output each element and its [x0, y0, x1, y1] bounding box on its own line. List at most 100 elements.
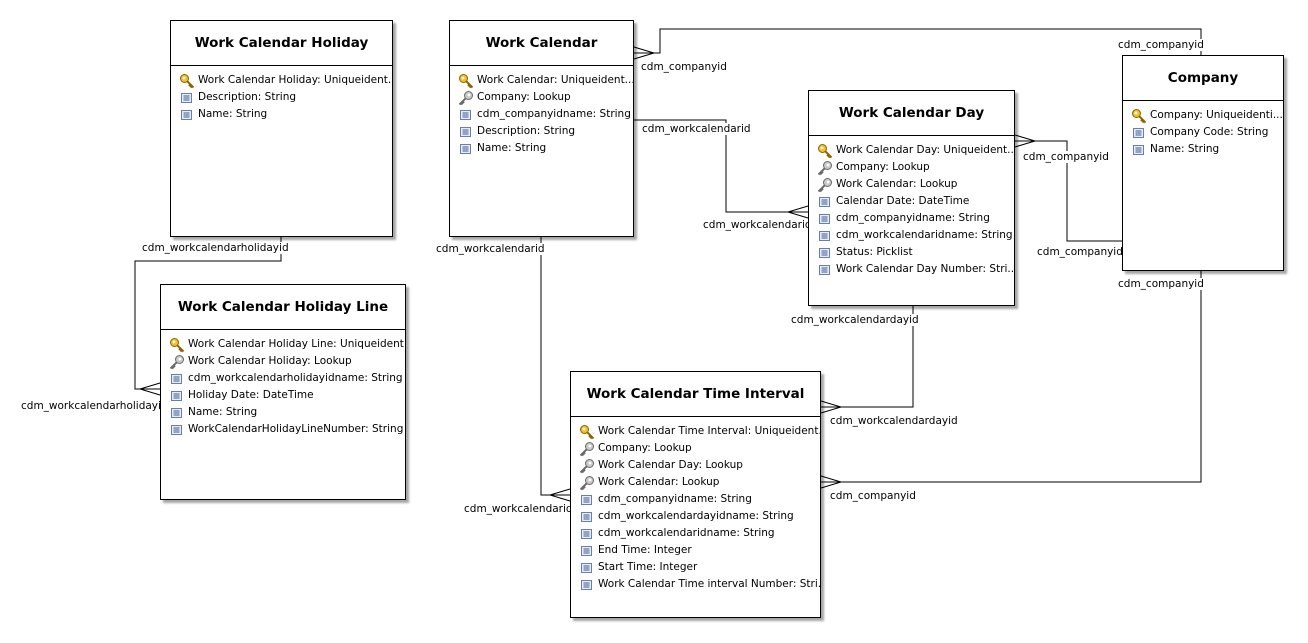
attribute-row: Start Time: Integer — [571, 559, 820, 576]
relationship-label: cdm_companyid — [1117, 278, 1205, 290]
field-icon — [816, 210, 833, 227]
attribute-label: Work Calendar Holiday: Uniqueident... — [198, 74, 392, 86]
relationship-label: cdm_workcalendardayid — [790, 314, 920, 326]
attribute-label: cdm_workcalendaridname: String — [598, 527, 775, 539]
crowfoot-marker — [633, 46, 656, 60]
attribute-row: Name: String — [161, 404, 405, 421]
attribute-list: Work Calendar Holiday: Uniqueident... Des… — [171, 66, 392, 123]
attribute-row: Holiday Date: DateTime — [161, 387, 405, 404]
attribute-label: Holiday Date: DateTime — [188, 389, 314, 401]
attribute-row: cdm_workcalendaridname: String — [571, 525, 820, 542]
field-icon — [578, 491, 595, 508]
relationship-label: cdm_workcalendarid — [435, 243, 546, 255]
entity-title: Work Calendar Holiday Line — [161, 285, 405, 330]
relationship-label: cdm_workcalendardayid — [829, 415, 959, 427]
relationship-label: cdm_companyid — [640, 61, 728, 73]
foreign-key-icon — [578, 474, 595, 491]
field-icon — [816, 193, 833, 210]
field-icon — [168, 404, 185, 421]
entity-title: Company — [1123, 56, 1283, 101]
field-icon — [457, 123, 474, 140]
entity-work-calendar-holiday-line[interactable]: Work Calendar Holiday Line Work Calendar… — [160, 284, 406, 500]
attribute-row: Description: String — [171, 89, 392, 106]
field-icon — [1130, 141, 1147, 158]
attribute-label: Work Calendar Day Number: Stri... — [836, 263, 1014, 275]
field-icon — [578, 576, 595, 593]
relationship-label: cdm_workcalendarid — [641, 123, 752, 135]
attribute-row: End Time: Integer — [571, 542, 820, 559]
foreign-key-icon — [816, 159, 833, 176]
attribute-row: Work Calendar: Lookup — [809, 176, 1014, 193]
attribute-row: WorkCalendarHolidayLineNumber: String — [161, 421, 405, 438]
field-icon — [578, 559, 595, 576]
attribute-row: Calendar Date: DateTime — [809, 193, 1014, 210]
foreign-key-icon — [168, 353, 185, 370]
entity-title: Work Calendar — [450, 21, 633, 66]
attribute-row: Status: Picklist — [809, 244, 1014, 261]
attribute-row: cdm_workcalendarholidayidname: String — [161, 370, 405, 387]
attribute-label: Work Calendar Holiday Line: Uniqueident.… — [188, 338, 405, 350]
attribute-list: Work Calendar Holiday Line: Uniqueident.… — [161, 330, 405, 438]
relationship-label: cdm_companyid — [1117, 39, 1205, 51]
foreign-key-icon — [457, 89, 474, 106]
foreign-key-icon — [578, 440, 595, 457]
field-icon — [457, 140, 474, 157]
entity-work-calendar[interactable]: Work Calendar Work Calendar: Uniqueident… — [449, 20, 634, 237]
entity-work-calendar-day[interactable]: Work Calendar Day Work Calendar Day: Uni… — [808, 90, 1015, 306]
attribute-row: Name: String — [1123, 141, 1283, 158]
attribute-label: cdm_workcalendardayidname: String — [598, 510, 794, 522]
field-icon — [816, 227, 833, 244]
relationship-label: cdm_workcalendarholidayid — [141, 242, 290, 254]
attribute-row: Work Calendar Time Interval: Uniqueident… — [571, 423, 820, 440]
relationship-label: cdm_companyid — [829, 490, 917, 502]
relationship-line — [634, 28, 1202, 55]
attribute-row: Work Calendar Day: Lookup — [571, 457, 820, 474]
attribute-row: Work Calendar Holiday: Uniqueident... — [171, 72, 392, 89]
attribute-label: Name: String — [198, 108, 268, 120]
attribute-row: Work Calendar Day Number: Stri... — [809, 261, 1014, 278]
field-icon — [816, 261, 833, 278]
attribute-row: cdm_workcalendaridname: String — [809, 227, 1014, 244]
crowfoot-marker — [820, 475, 843, 489]
attribute-row: Work Calendar: Uniqueident... — [450, 72, 633, 89]
attribute-label: Company: Lookup — [477, 91, 571, 103]
attribute-row: Company: Lookup — [809, 159, 1014, 176]
attribute-label: Start Time: Integer — [598, 561, 698, 573]
attribute-row: Name: String — [171, 106, 392, 123]
field-icon — [578, 508, 595, 525]
primary-key-icon — [457, 72, 474, 89]
attribute-label: Work Calendar Day: Lookup — [598, 459, 743, 471]
attribute-label: End Time: Integer — [598, 544, 692, 556]
relationship-line — [540, 236, 570, 496]
entity-work-calendar-time-interval[interactable]: Work Calendar Time Interval Work Calenda… — [570, 371, 821, 618]
field-icon — [168, 421, 185, 438]
crowfoot-marker — [820, 400, 843, 414]
field-icon — [1130, 124, 1147, 141]
attribute-row: Name: String — [450, 140, 633, 157]
entity-work-calendar-holiday[interactable]: Work Calendar Holiday Work Calendar Holi… — [170, 20, 393, 237]
attribute-row: Work Calendar Holiday: Lookup — [161, 353, 405, 370]
primary-key-icon — [578, 423, 595, 440]
attribute-label: Company: Lookup — [836, 161, 930, 173]
attribute-list: Work Calendar Day: Uniqueident...Company… — [809, 136, 1014, 278]
attribute-list: Company: Uniqueidenti... Company Code: St… — [1123, 101, 1283, 158]
foreign-key-icon — [816, 176, 833, 193]
attribute-row: Work Calendar Time interval Number: Stri… — [571, 576, 820, 593]
primary-key-icon — [168, 336, 185, 353]
attribute-label: Company: Uniqueidenti... — [1150, 109, 1283, 121]
attribute-label: Status: Picklist — [836, 246, 913, 258]
attribute-label: Work Calendar: Lookup — [598, 476, 720, 488]
attribute-row: Work Calendar: Lookup — [571, 474, 820, 491]
entity-company[interactable]: Company Company: Uniqueidenti... Company … — [1122, 55, 1284, 271]
field-icon — [168, 370, 185, 387]
field-icon — [178, 106, 195, 123]
attribute-label: cdm_workcalendarholidayidname: String — [188, 372, 403, 384]
attribute-row: Company: Uniqueidenti... — [1123, 107, 1283, 124]
attribute-row: cdm_workcalendardayidname: String — [571, 508, 820, 525]
attribute-label: Company Code: String — [1150, 126, 1269, 138]
field-icon — [578, 542, 595, 559]
attribute-label: Work Calendar: Lookup — [836, 178, 958, 190]
field-icon — [816, 244, 833, 261]
field-icon — [457, 106, 474, 123]
entity-title: Work Calendar Time Interval — [571, 372, 820, 417]
